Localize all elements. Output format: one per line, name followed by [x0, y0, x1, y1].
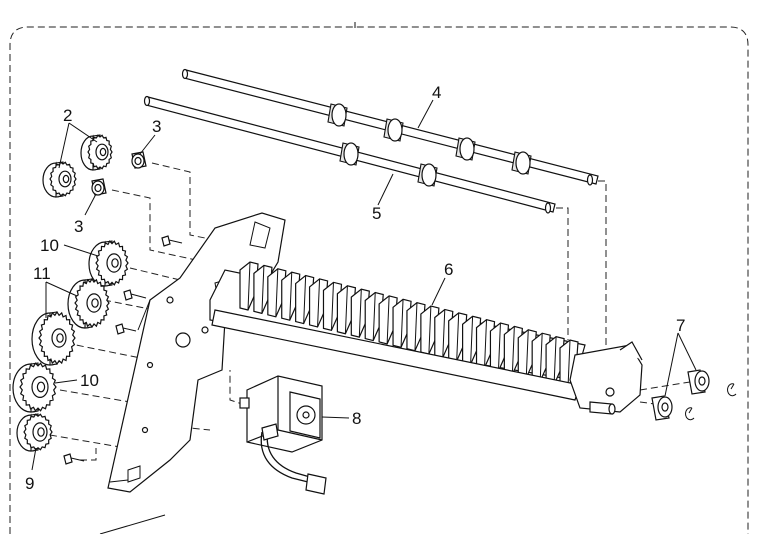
bushing-7-upper — [687, 369, 710, 395]
callout-7: 7 — [676, 316, 685, 335]
callout-10-lower: 10 — [80, 371, 99, 390]
callout-5: 5 — [372, 204, 381, 223]
gear-2-small — [42, 161, 77, 198]
e-ring — [727, 383, 737, 397]
callout-8: 8 — [352, 409, 361, 428]
leader-lines — [31, 99, 697, 534]
screw — [115, 323, 137, 335]
callout-11: 11 — [33, 264, 51, 283]
roller — [417, 163, 438, 187]
callout-4: 4 — [432, 83, 441, 102]
screw — [63, 453, 85, 465]
stepper-motor-8 — [239, 375, 327, 495]
side-plate — [107, 212, 286, 493]
gear-2-large — [80, 134, 113, 171]
end-bracket — [569, 341, 643, 415]
callout-10-upper: 10 — [40, 236, 59, 255]
roller — [327, 103, 348, 127]
roller — [383, 118, 404, 142]
shaft-4 — [181, 68, 599, 186]
paper-guide-comb — [209, 261, 586, 401]
bushing-7-lower — [651, 395, 673, 421]
roller — [455, 137, 476, 161]
gear-11-b — [31, 310, 76, 366]
gear-11-a — [67, 277, 110, 329]
screw — [123, 289, 147, 301]
gear-10-lower — [12, 362, 57, 413]
gears — [12, 134, 129, 452]
callout-3-lower: 3 — [74, 217, 83, 236]
callout-9: 9 — [25, 474, 34, 493]
gear-9 — [16, 413, 53, 452]
shaft-5 — [143, 95, 556, 214]
diagram-frame — [9, 26, 749, 534]
callout-3-upper: 3 — [152, 117, 161, 136]
bushing-3-upper — [131, 151, 147, 169]
screw — [161, 235, 183, 247]
roller — [511, 151, 532, 175]
callout-6: 6 — [444, 260, 453, 279]
gear-10-upper — [88, 240, 129, 287]
e-ring — [685, 407, 695, 421]
roller — [339, 142, 360, 166]
callouts: 2 3 3 4 5 6 7 8 9 10 10 11 — [25, 83, 685, 493]
callout-2: 2 — [63, 106, 72, 125]
bushing-3-lower — [91, 178, 107, 196]
